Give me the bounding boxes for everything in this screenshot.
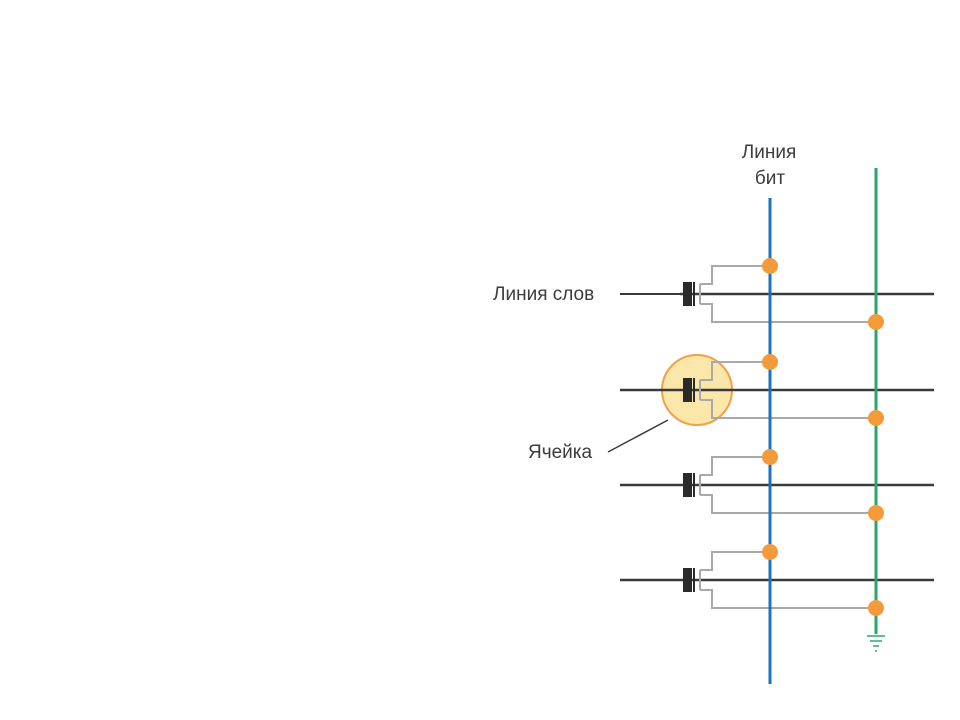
bit-line-label-line1: Линия [742,142,796,163]
cell-wiring [699,265,876,609]
junction-nodes [762,258,884,616]
word-line-label: Линия слов [493,284,594,305]
junction-node-icon [762,544,778,560]
junction-node-icon [868,314,884,330]
transistor-icon [683,378,692,402]
junction-node-icon [762,258,778,274]
cell-3-upper-wire [700,456,770,476]
cell-label: Ячейка [528,442,593,463]
transistor-icon [683,568,692,592]
cell-4-lower-wire [700,589,876,609]
cell-1-lower-wire [700,303,876,323]
word-lines [620,292,934,582]
junction-node-icon [762,449,778,465]
cell-2-upper-wire [700,361,770,381]
cell-2-lower-wire [700,399,876,419]
transistors [683,282,692,592]
cell-3-lower-wire [700,494,876,514]
bit-line-label-line2: бит [755,168,785,189]
transistor-icon [683,282,692,306]
cell-label-pointer [607,419,669,453]
cell-1-upper-wire [700,265,770,285]
junction-node-icon [868,505,884,521]
cell-4-upper-wire [700,551,770,571]
junction-node-icon [762,354,778,370]
junction-node-icon [868,600,884,616]
ground-icon [867,635,885,652]
junction-node-icon [868,410,884,426]
transistor-icon [683,473,692,497]
